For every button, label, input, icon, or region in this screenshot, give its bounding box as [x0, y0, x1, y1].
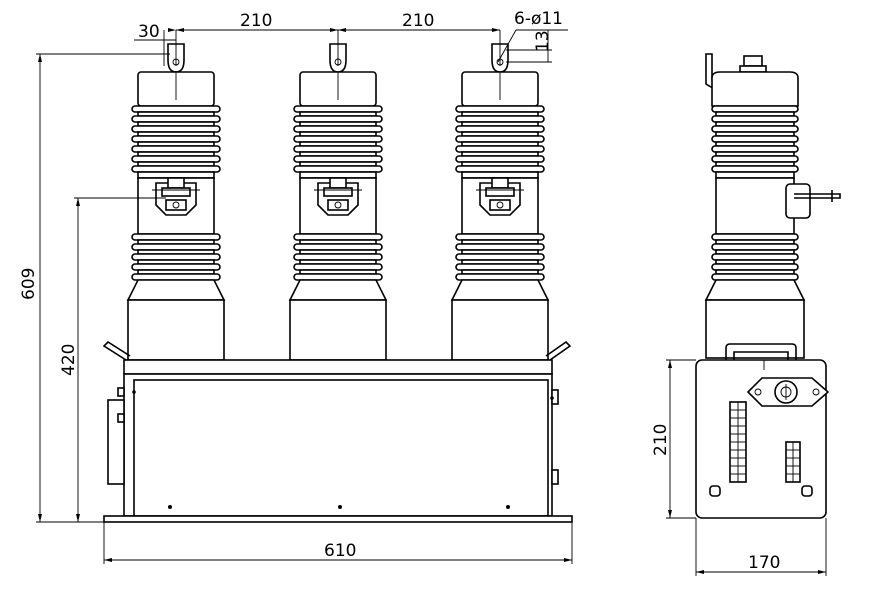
dim-cabinet-height-value: 210	[651, 424, 671, 456]
pole-center	[289, 43, 387, 361]
dim-top-horizontal: 30 210 210	[134, 11, 501, 66]
terminal-strip-left	[729, 401, 747, 483]
dim-overall-height-value: 609	[19, 268, 39, 300]
dim-height-420: 420	[59, 197, 166, 522]
dim-overall-width: 610	[103, 522, 573, 564]
dim-holes: 6-ø11 13	[497, 9, 568, 63]
pole-left	[127, 43, 225, 361]
dim-overall-width-value: 610	[324, 541, 356, 561]
dim-terminal-height: 13	[533, 30, 553, 52]
dim-height-420-value: 420	[59, 344, 79, 376]
dim-overall-height: 609	[19, 53, 170, 523]
pole-right	[451, 43, 549, 361]
terminal-strip-right	[785, 441, 801, 483]
side-view: 210 170	[651, 53, 841, 576]
dim-phase-spacing-right: 210	[402, 11, 434, 31]
lifting-hook-left	[102, 340, 131, 361]
dim-cabinet-depth: 170	[695, 518, 827, 576]
dim-cabinet-depth-value: 170	[748, 553, 780, 573]
dim-mounting-holes: 6-ø11	[514, 9, 563, 29]
dim-cabinet-height: 210	[651, 359, 696, 519]
dim-phase-spacing-left: 210	[240, 11, 272, 31]
lifting-hook-right	[545, 340, 572, 361]
front-view: 30 210 210 6-ø11 13 609	[19, 9, 573, 564]
mechanism-cabinet	[103, 359, 573, 523]
dim-terminal-offset: 30	[138, 22, 160, 42]
